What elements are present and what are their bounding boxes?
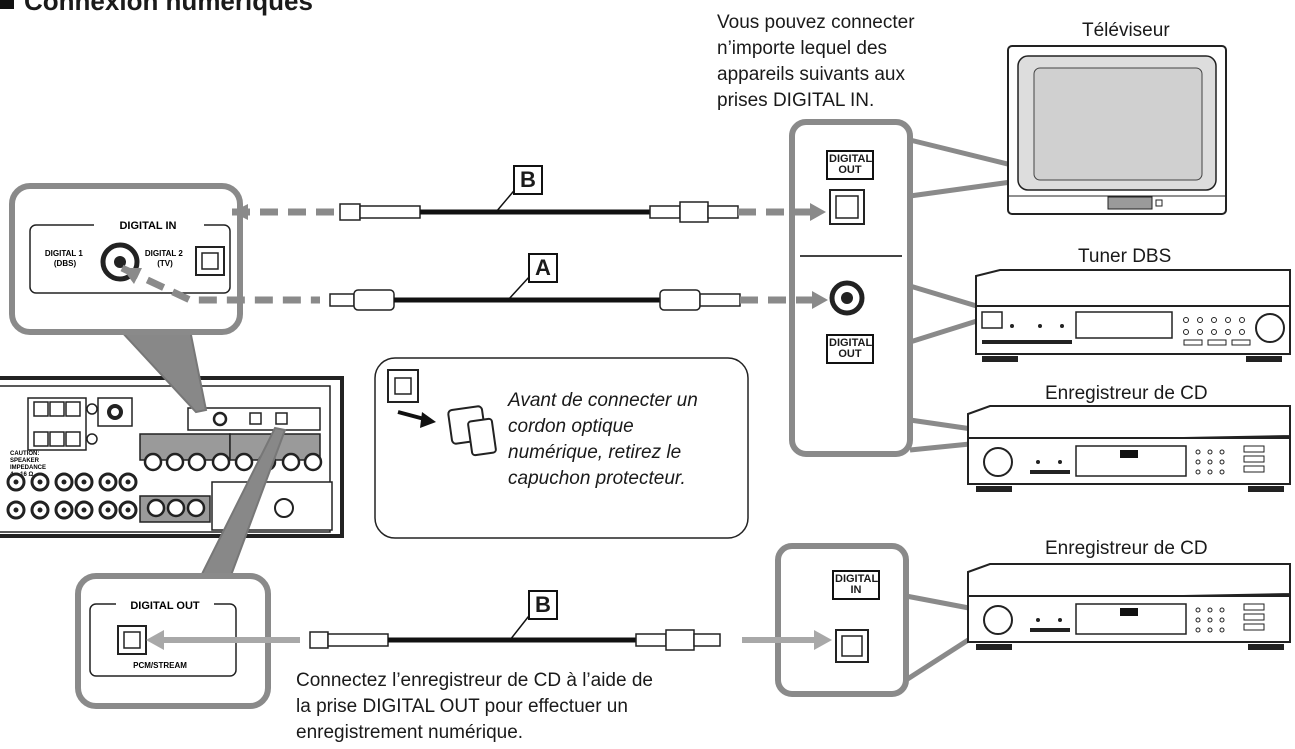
badge-line: DIGITAL — [829, 153, 873, 165]
digital2-line: (TV) — [157, 259, 173, 268]
top-caption-line: prises DIGITAL IN. — [717, 90, 875, 111]
bottom-jack-panel — [775, 543, 992, 697]
caution-line: IMPEDANCE — [10, 465, 46, 471]
note-line: cordon optique — [508, 416, 634, 437]
top-caption: Vous pouvez connecter n’importe lequel d… — [717, 10, 915, 114]
cd-recorder-device-1 — [967, 405, 1291, 492]
optical-cable-top — [232, 185, 826, 223]
protective-cap-note — [374, 357, 749, 539]
top-caption-line: n’importe lequel des — [717, 38, 888, 59]
digital1-label: DIGITAL 1 (DBS) — [45, 249, 85, 268]
badge-line: IN — [850, 584, 862, 596]
note-line: Avant de connecter un — [508, 390, 698, 411]
top-caption-line: appareils suivants aux — [717, 64, 905, 85]
tuner-label: Tuner DBS — [1078, 246, 1172, 267]
badge-line: DIGITAL — [829, 337, 873, 349]
digital2-label: DIGITAL 2 (TV) — [145, 249, 185, 268]
digital-in-badge-bottom: DIGITAL IN — [832, 570, 880, 600]
receiver-rear-panel: CAUTION: SPEAKER IMPEDANCE 4 ~ 16 Ω — [0, 376, 344, 538]
bullet-square-icon — [0, 0, 14, 9]
note-line: numérique, retirez le — [508, 442, 682, 463]
cd-recorder-device-2 — [967, 563, 1291, 650]
digital-out-badge-top: DIGITAL OUT — [826, 150, 874, 180]
digital-in-label: DIGITAL IN — [119, 220, 176, 232]
top-caption-line: Vous pouvez connecter — [717, 12, 915, 33]
digital1-line: (DBS) — [54, 259, 77, 268]
badge-line: OUT — [838, 164, 862, 176]
digital1-line: DIGITAL 1 — [45, 249, 83, 258]
digital2-line: DIGITAL 2 — [145, 249, 183, 258]
badge-line: OUT — [838, 348, 862, 360]
cable-b-bottom-label: B — [528, 590, 558, 620]
bottom-caption-line: la prise DIGITAL OUT pour effectuer un — [296, 696, 628, 717]
caution-line: CAUTION: — [10, 451, 39, 457]
caution-line: SPEAKER — [10, 458, 40, 464]
bottom-caption: Connectez l’enregistreur de CD à l’aide … — [296, 668, 653, 746]
page-title: Connexion numériques — [0, 0, 313, 17]
cable-a-label: A — [528, 253, 558, 283]
rca-jack-row — [6, 472, 138, 520]
tv-device — [1007, 45, 1227, 215]
optical-cable-bottom — [146, 611, 832, 651]
tuner-dbs-device — [975, 269, 1291, 362]
bottom-caption-line: enregistrement numérique. — [296, 722, 524, 743]
note-line: capuchon protecteur. — [508, 468, 686, 489]
digital-out-badge-mid: DIGITAL OUT — [826, 334, 874, 364]
cable-b-top-label: B — [513, 165, 543, 195]
pcm-stream-label: PCM/STREAM — [133, 661, 187, 670]
protective-cap-note-text: Avant de connecter un cordon optique num… — [508, 388, 698, 492]
tv-label: Téléviseur — [1082, 20, 1170, 41]
page-title-text: Connexion numériques — [24, 0, 313, 16]
coaxial-cable — [120, 264, 828, 311]
digital-out-label: DIGITAL OUT — [130, 600, 200, 612]
badge-line: DIGITAL — [835, 573, 879, 585]
cd-recorder-label-2: Enregistreur de CD — [1045, 538, 1208, 559]
bottom-caption-line: Connectez l’enregistreur de CD à l’aide … — [296, 670, 653, 691]
cd-recorder-label-1: Enregistreur de CD — [1045, 383, 1208, 404]
